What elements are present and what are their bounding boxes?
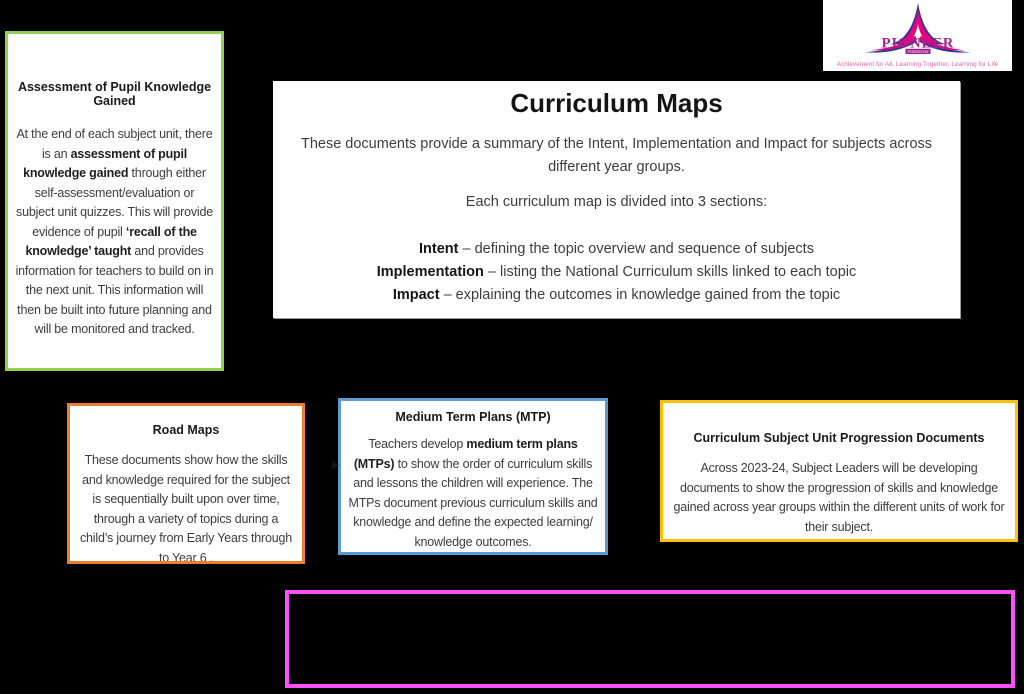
curriculum-maps-sections-lead: Each curriculum map is divided into 3 se…: [465, 194, 768, 210]
section-implementation-term: Implementation: [376, 264, 484, 280]
pioneer-logo: PIONEER FEDERATION Achievement for All, …: [823, 0, 1012, 71]
curriculum-maps-intro: These documents provide a summary of the…: [300, 136, 933, 175]
road-maps-title: Road Maps: [152, 423, 220, 437]
curriculum-maps-panel: Curriculum Maps These documents provide …: [273, 81, 960, 318]
road-maps-body: These documents show how the skills and …: [79, 453, 293, 564]
assessment-box-title: Assessment of Pupil Knowledge Gained: [17, 80, 212, 108]
logo-banner: FEDERATION: [907, 50, 928, 54]
section-intent-desc: – defining the topic overview and sequen…: [458, 241, 814, 257]
assessment-box: Assessment of Pupil Knowledge Gained At …: [5, 31, 224, 371]
curriculum-maps-title: Curriculum Maps: [510, 88, 723, 118]
section-intent: Intent – defining the topic overview and…: [283, 238, 950, 261]
mtp-title: Medium Term Plans (MTP): [395, 410, 551, 424]
progression-documents-box: Curriculum Subject Unit Progression Docu…: [660, 400, 1018, 542]
section-impact-term: Impact: [392, 287, 440, 303]
section-implementation-desc: – listing the National Curriculum skills…: [483, 264, 857, 280]
section-intent-term: Intent: [419, 241, 459, 257]
section-implementation: Implementation – listing the National Cu…: [283, 261, 950, 284]
assessment-box-body: At the end of each subject unit, there i…: [15, 127, 214, 336]
mtp-box: Medium Term Plans (MTP) Teachers develop…: [338, 398, 608, 555]
section-impact-desc: – explaining the outcomes in knowledge g…: [439, 287, 841, 303]
logo-tagline: Achievement for All, Learning Together, …: [836, 61, 999, 68]
mtp-body: Teachers develop medium term plans (MTPs…: [348, 437, 598, 549]
placeholder-box: [285, 590, 1015, 688]
logo-wordmark: PIONEER: [881, 35, 954, 51]
road-maps-box: Road Maps These documents show how the s…: [67, 403, 305, 564]
section-impact: Impact – explaining the outcomes in know…: [283, 284, 950, 307]
progression-documents-body: Across 2023-24, Subject Leaders will be …: [673, 461, 1005, 534]
connector-arrowhead-icon: [332, 461, 339, 469]
pioneer-spire-icon: PIONEER FEDERATION: [864, 2, 971, 55]
progression-documents-title: Curriculum Subject Unit Progression Docu…: [693, 431, 985, 445]
curriculum-maps-sections: Intent – defining the topic overview and…: [283, 238, 950, 307]
